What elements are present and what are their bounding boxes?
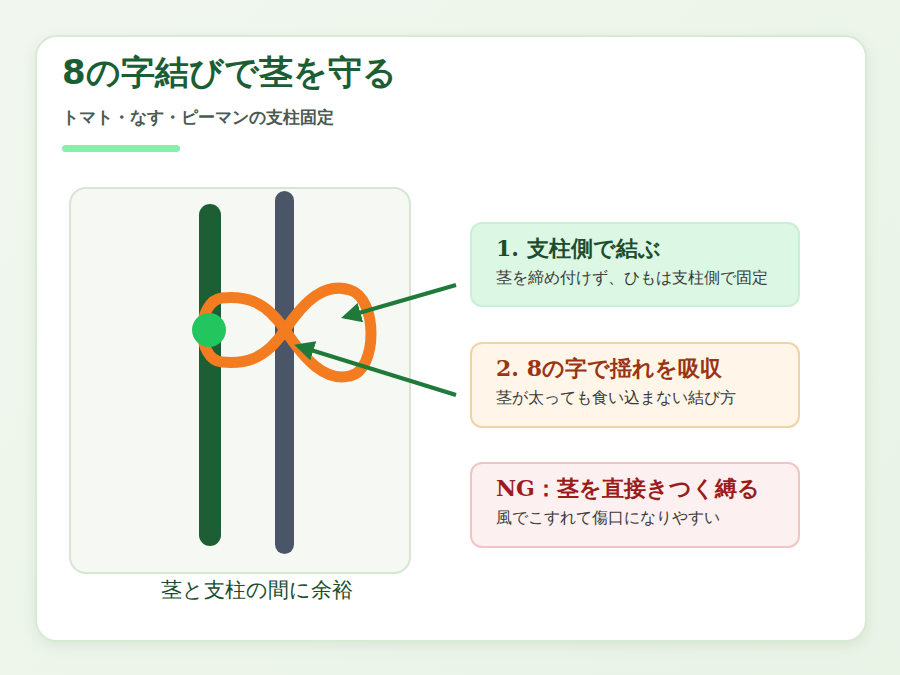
plant-stem bbox=[199, 204, 221, 546]
subtitle: トマト・なす・ピーマンの支柱固定 bbox=[62, 106, 334, 129]
accent-bar bbox=[62, 145, 180, 152]
card-heading: 2. 8の字で揺れを吸収 bbox=[496, 354, 784, 383]
card-body: 風でこすれて傷口になりやすい bbox=[496, 507, 784, 529]
leader-arrow bbox=[298, 346, 456, 395]
support-pole bbox=[275, 191, 294, 554]
info-card: NG：茎を直接きつく縛る風でこすれて傷口になりやすい bbox=[470, 462, 800, 548]
info-card: 1. 支柱側で結ぶ茎を締め付けず、ひもは支柱側で固定 bbox=[470, 222, 800, 307]
illustration-panel bbox=[70, 188, 410, 573]
info-card: 2. 8の字で揺れを吸収茎が太っても食い込まない結び方 bbox=[470, 342, 800, 428]
card-body: 茎を締め付けず、ひもは支柱側で固定 bbox=[496, 267, 784, 289]
card-heading: 1. 支柱側で結ぶ bbox=[496, 234, 784, 263]
leader-arrow bbox=[345, 285, 456, 317]
card-body: 茎が太っても食い込まない結び方 bbox=[496, 387, 784, 409]
card-heading: NG：茎を直接きつく縛る bbox=[496, 474, 784, 503]
illustration-caption: 茎と支柱の間に余裕 bbox=[70, 576, 444, 604]
page-title: 8の字結びで茎を守る bbox=[62, 50, 397, 96]
stem-dot bbox=[192, 313, 226, 347]
figure-eight-string bbox=[203, 288, 372, 377]
